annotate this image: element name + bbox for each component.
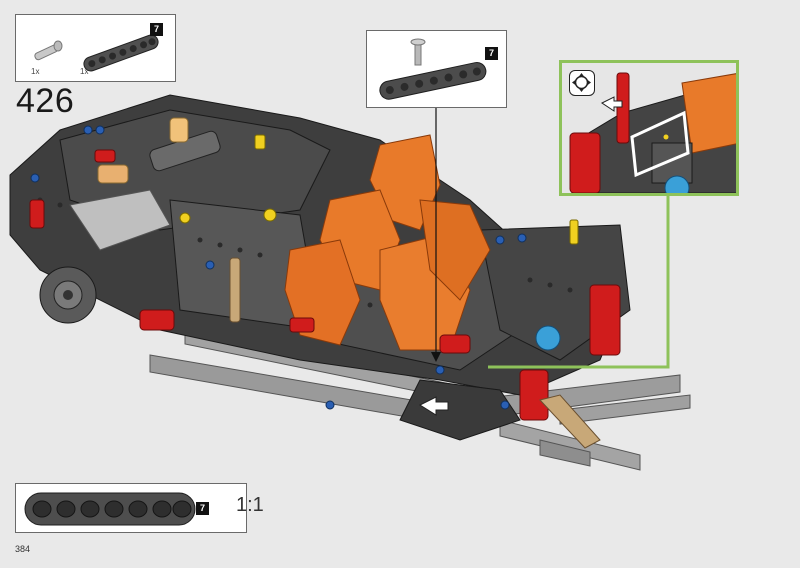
detail-inset bbox=[559, 60, 739, 196]
parts-list-illustration bbox=[34, 34, 159, 72]
page-number: 384 bbox=[15, 544, 31, 554]
detail-illustration bbox=[569, 72, 736, 193]
red-connectors bbox=[29, 149, 621, 421]
callout-illustration bbox=[379, 38, 487, 100]
beam-7-part bbox=[83, 34, 159, 72]
parts-list-box: 1x 1x 7 bbox=[15, 14, 176, 82]
suspension-arm bbox=[69, 189, 171, 251]
scale-beam-badge: 7 bbox=[196, 502, 209, 515]
beam-7-quantity: 1x bbox=[80, 67, 89, 76]
shock-absorber bbox=[97, 117, 221, 184]
scale-reference-box: 7 1:1 bbox=[15, 483, 264, 533]
scale-beam-illustration bbox=[24, 492, 196, 526]
scale-label: 1:1 bbox=[236, 494, 264, 516]
wheel-hub bbox=[39, 266, 97, 324]
axle-pin-part bbox=[34, 40, 63, 61]
callout-box: 7 bbox=[366, 30, 507, 108]
callout-beam-badge: 7 bbox=[485, 47, 498, 60]
blue-pins bbox=[30, 125, 527, 410]
beam-length-badge: 7 bbox=[150, 23, 163, 36]
yellow-parts bbox=[179, 134, 579, 245]
blue-gear bbox=[535, 325, 561, 351]
rotate-view-icon bbox=[569, 70, 595, 96]
insert-arrow-icon bbox=[418, 396, 449, 416]
step-number: 426 bbox=[16, 82, 75, 120]
axle-pin-quantity: 1x bbox=[31, 67, 40, 76]
tan-rods bbox=[229, 257, 601, 449]
